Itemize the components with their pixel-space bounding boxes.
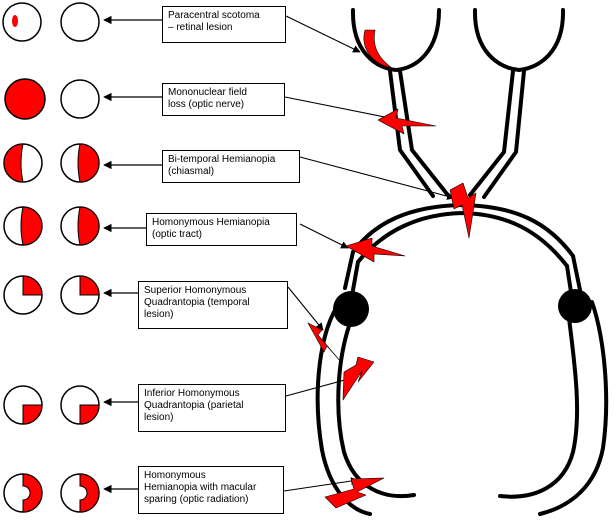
optic-tract-lesion-icon <box>345 237 406 263</box>
left-tract-end <box>343 250 355 290</box>
left-temporal-loss-icon <box>3 143 24 183</box>
right-quadrant-loss-icon <box>79 404 100 425</box>
right-temporal-loss-icon <box>77 143 100 183</box>
label-line: Mononuclear field <box>168 87 247 98</box>
right-tract-end <box>571 254 582 292</box>
left-radiation-inner <box>336 324 416 498</box>
field-pair-homonymous <box>3 206 100 246</box>
field-pair-superior <box>3 275 100 315</box>
optic-nerve-lesion-icon <box>377 108 437 135</box>
right-eye-field-icon <box>60 79 100 119</box>
label-line: sparing (optic radiation) <box>144 494 249 505</box>
visual-pathway <box>315 8 609 516</box>
right-eye-field-icon <box>60 2 100 42</box>
right-macular-sparing-icon <box>79 473 100 513</box>
label-line: lesion) <box>144 412 174 423</box>
left-eye-field-icon <box>4 78 46 120</box>
scotoma-icon <box>12 15 18 27</box>
left-hemifield-loss-icon <box>20 206 43 246</box>
arrow-to-lesion-superior <box>287 286 324 331</box>
left-eye-field-icon <box>2 2 42 42</box>
label-bitemporal-hemianopia: Bi-temporal Hemianopia (chiasmal) <box>162 150 300 183</box>
label-line: – retinal lesion <box>168 22 233 33</box>
field-pair-paracentral <box>2 2 100 42</box>
left-optic-nerve-lateral <box>398 69 449 196</box>
parietal-lesion-icon <box>342 356 375 401</box>
field-pair-macular <box>3 473 100 513</box>
label-macular-sparing: Homonymous Hemianopia with macular spari… <box>138 466 284 514</box>
optic-radiation-lesion-icon <box>324 477 385 509</box>
label-paracentral-scotoma: Paracentral scotoma – retinal lesion <box>162 6 286 43</box>
label-line: lesion) <box>144 309 174 320</box>
label-line: Quadrantopia (parietal <box>144 400 244 411</box>
chiasm-lesion-icon <box>449 182 477 239</box>
retinal-lesion-icon <box>363 29 393 69</box>
label-line: Quadrantopia (temporal <box>144 297 250 308</box>
label-line: loss (optic nerve) <box>168 99 245 110</box>
label-line: (chiasmal) <box>168 166 215 177</box>
arrow-to-lesion-macular <box>283 477 359 492</box>
left-quadrant-loss-icon <box>22 404 43 425</box>
field-pair-bitemporal <box>3 143 100 183</box>
label-line: (optic tract) <box>152 229 203 240</box>
field-pair-mononuclear <box>4 78 100 120</box>
left-radiation-outer <box>315 300 372 516</box>
label-line: Inferior Homonymous <box>144 388 240 399</box>
right-lateral-geniculate-icon <box>558 289 592 323</box>
right-eye-outline <box>472 8 566 72</box>
right-tract-end-inner <box>565 264 573 294</box>
right-optic-nerve-medial <box>468 69 515 197</box>
arrow-to-lesion-paracentral <box>285 15 361 53</box>
label-line: Hemianopia with macular <box>144 482 257 493</box>
label-line: Bi-temporal Hemianopia <box>168 154 276 165</box>
left-optic-nerve-medial <box>388 69 435 198</box>
label-mononuclear-field-loss: Mononuclear field loss (optic nerve) <box>162 83 285 116</box>
right-radiation-inner <box>498 316 580 499</box>
right-hemifield-loss-icon <box>77 206 100 246</box>
right-optic-nerve-lateral <box>482 69 526 199</box>
label-line: Homonymous <box>144 470 206 481</box>
left-tract-end-inner <box>351 260 360 292</box>
label-inferior-quadrantopia: Inferior Homonymous Quadrantopia (pariet… <box>138 384 286 432</box>
optic-tract-inner <box>356 211 569 268</box>
right-radiation-outer <box>538 300 609 516</box>
left-lateral-geniculate-icon <box>333 291 369 327</box>
left-macular-sparing-icon <box>22 473 43 513</box>
label-line: Homonymous Hemianopia <box>152 217 270 228</box>
label-homonymous-hemianopia: Homonymous Hemianopia (optic tract) <box>146 213 297 246</box>
label-line: Superior Homonymous <box>144 285 247 296</box>
right-quadrant-loss-icon <box>79 275 100 296</box>
left-quadrant-loss-icon <box>22 275 43 296</box>
temporal-lesion-icon <box>307 322 342 363</box>
label-line: Paracentral scotoma <box>168 10 260 21</box>
left-eye-outline <box>350 8 441 72</box>
arrow-to-lesion-mononuclear <box>284 96 396 122</box>
field-pair-inferior <box>3 385 100 425</box>
arrow-to-lesion-homonymous <box>299 223 349 249</box>
label-superior-quadrantopia: Superior Homonymous Quadrantopia (tempor… <box>138 281 288 329</box>
